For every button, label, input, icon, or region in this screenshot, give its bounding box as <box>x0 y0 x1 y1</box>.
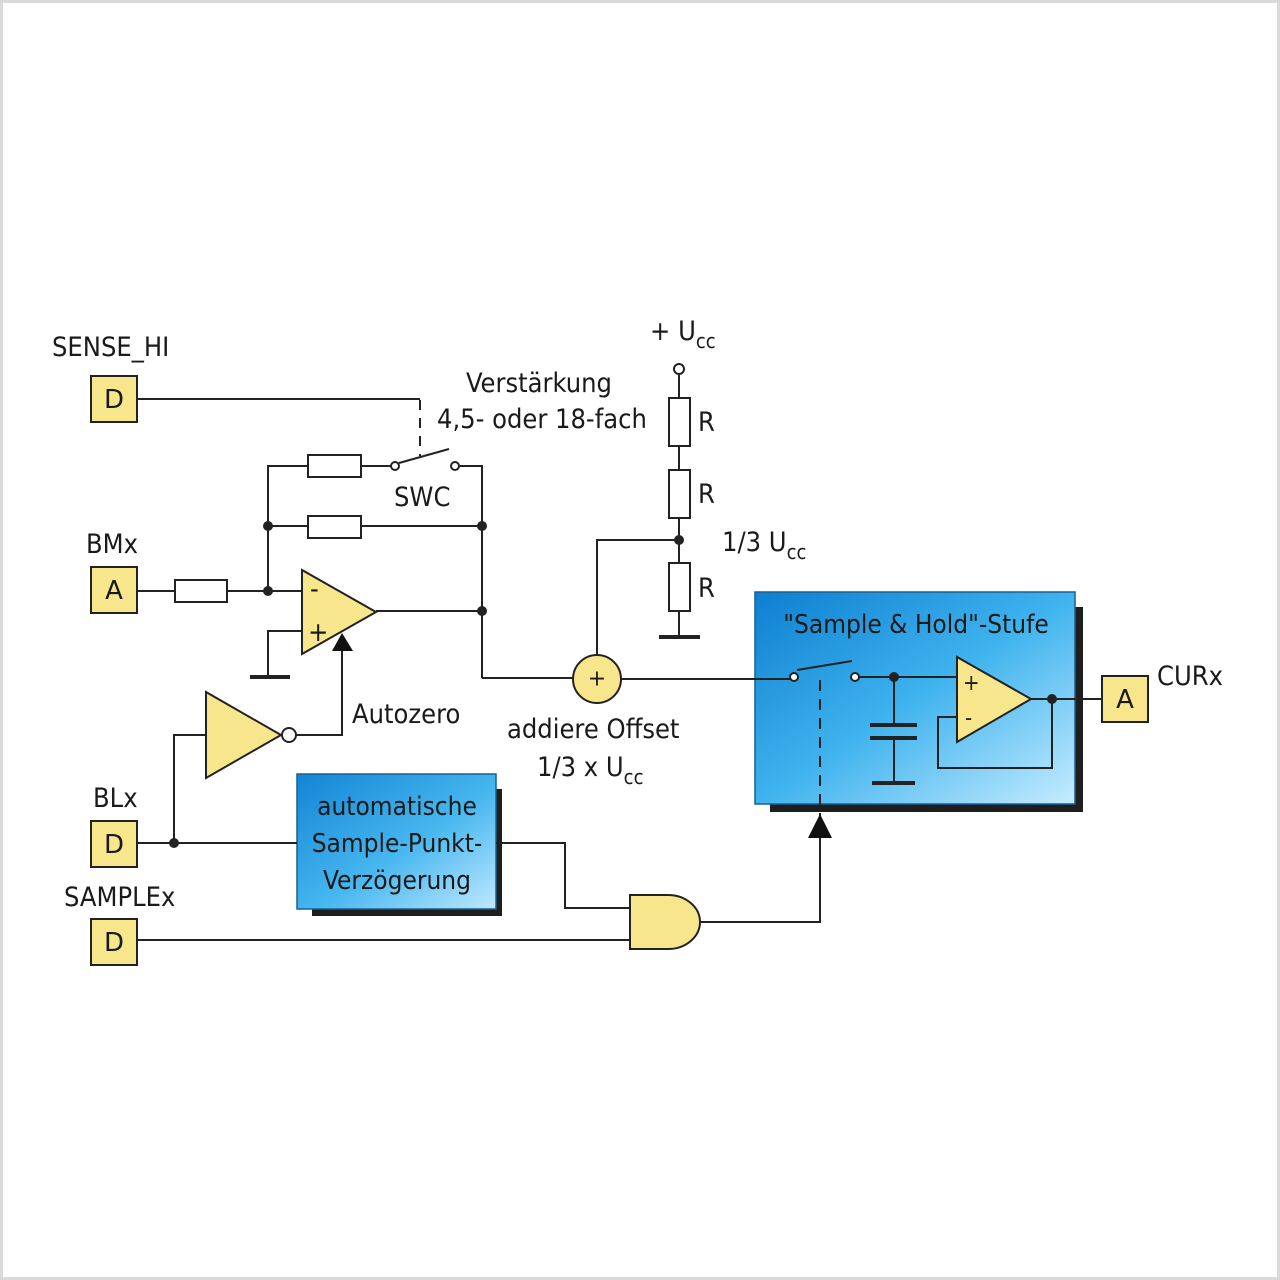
opamp-buffer: + - <box>956 655 1034 744</box>
junction-dot <box>1047 694 1057 704</box>
wire-delay-to-and <box>496 842 630 909</box>
buffer-plus-sign: + <box>963 671 980 696</box>
resistor-divider-3 <box>668 562 691 612</box>
pin-curx: A <box>1101 675 1149 723</box>
wires <box>138 374 1102 941</box>
junction-dots <box>169 521 1057 848</box>
wire-feedback-left <box>267 465 308 591</box>
label-curx: CURx <box>1157 661 1223 692</box>
junction-dot <box>263 586 273 596</box>
pin-samplex-type: D <box>104 928 124 958</box>
label-sense-hi: SENSE_HI <box>52 332 169 363</box>
delay-label-line2: Sample-Punkt- <box>312 829 483 859</box>
sample-hold-title: "Sample & Hold"-Stufe <box>783 610 1049 640</box>
and-gate <box>629 894 701 950</box>
pin-curx-type: A <box>1116 685 1134 715</box>
junction-dot <box>477 606 487 616</box>
resistor-divider-2 <box>668 469 691 519</box>
junction-dot <box>263 521 273 531</box>
delay-label-line1: automatische <box>317 792 477 822</box>
label-verstaerkung: Verstärkung <box>466 368 612 399</box>
label-gain-factor: 4,5- oder 18-fach <box>437 404 647 435</box>
wire-inverter-in <box>173 734 206 843</box>
sh-switch-contact <box>789 672 799 682</box>
junction-dot <box>889 672 899 682</box>
label-r3: R <box>698 573 715 604</box>
swc-switch-blade <box>398 448 450 464</box>
pin-samplex: D <box>90 918 138 966</box>
sample-hold-block: "Sample & Hold"-Stufe <box>754 591 1083 812</box>
inverter-bubble <box>281 727 297 743</box>
junction-dot <box>477 521 487 531</box>
pin-sense-hi-type: D <box>104 385 124 415</box>
pin-blx-type: D <box>104 830 124 860</box>
label-swc: SWC <box>394 482 450 513</box>
label-autozero: Autozero <box>352 699 460 730</box>
ucc-terminal <box>673 363 685 375</box>
autozero-arrow-icon <box>332 633 353 651</box>
sh-trigger-arrow-icon <box>808 814 832 838</box>
opamp-minus-sign: - <box>310 574 319 605</box>
label-third-ucc: 1/3 Ucc <box>722 527 806 564</box>
label-add-offset: addiere Offset <box>507 714 679 745</box>
switch-contact <box>450 461 460 471</box>
resistor-divider-1 <box>668 397 691 447</box>
buffer-minus-sign: - <box>965 706 972 731</box>
pin-bmx-type: A <box>105 576 123 606</box>
sh-switch-contact <box>850 672 860 682</box>
resistor-input <box>174 579 228 603</box>
label-plus-ucc: + Ucc <box>650 316 716 353</box>
sh-switch-blade <box>796 660 853 671</box>
inverter <box>205 690 297 780</box>
swc-switch <box>390 448 460 471</box>
label-bmx: BMx <box>86 529 138 560</box>
label-offset-value: 1/3 x Ucc <box>537 752 643 789</box>
wire-autozero <box>296 650 343 736</box>
switch-contact <box>390 461 400 471</box>
wire-divider-to-summer <box>596 539 679 657</box>
sample-delay-block: automatische Sample-Punkt- Verzögerung <box>296 773 502 916</box>
label-samplex: SAMPLEx <box>64 882 175 913</box>
label-blx: BLx <box>93 783 138 814</box>
pin-blx: D <box>90 820 138 868</box>
wire-buffer-feedback <box>937 699 1053 769</box>
label-r1: R <box>698 407 715 438</box>
opamp-main: - + <box>301 568 379 656</box>
pin-sense-hi: D <box>90 375 138 423</box>
summer-plus-sign: + <box>588 667 606 692</box>
resistors <box>174 397 691 612</box>
wire-and-out <box>700 838 821 923</box>
resistor-feedback-2 <box>307 515 362 539</box>
opamp-plus-sign: + <box>308 617 328 648</box>
wire-plus-ground <box>267 630 302 676</box>
pin-bmx: A <box>90 566 138 614</box>
summer: + <box>572 654 622 704</box>
junction-dot <box>169 838 179 848</box>
resistor-feedback-1 <box>307 454 362 478</box>
wire-feedback-right <box>458 465 483 678</box>
label-r2: R <box>698 479 715 510</box>
junction-dot <box>674 535 684 545</box>
delay-label-line3: Verzögerung <box>323 866 471 896</box>
